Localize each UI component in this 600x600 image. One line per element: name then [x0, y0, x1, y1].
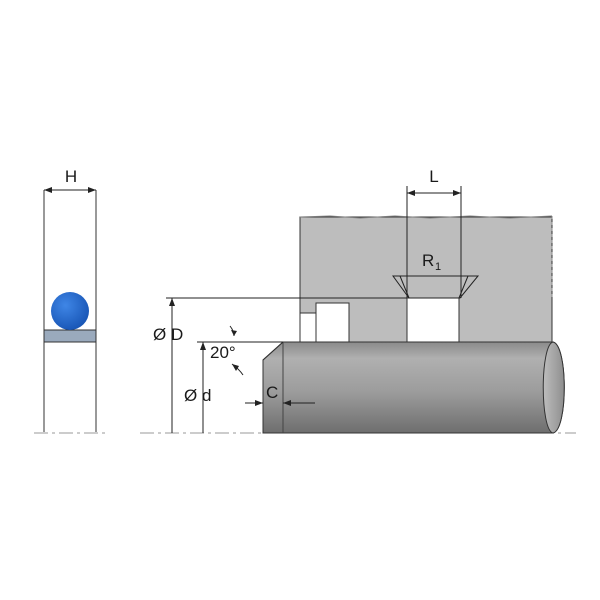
chamfer-length-dimension: C — [245, 383, 315, 406]
h-arrow-right — [88, 187, 96, 193]
radius-triangle — [392, 275, 480, 299]
groove-length-label: L — [429, 167, 438, 186]
chamfer-angle-dimension: 20° — [210, 325, 244, 376]
c-arrow-right — [283, 400, 291, 406]
radius-callout: R 1 — [392, 251, 480, 299]
inner-diameter-label: Ø d — [184, 386, 211, 405]
entry-step — [299, 312, 317, 343]
seal-groove — [406, 297, 460, 343]
housing — [299, 215, 553, 343]
break-line — [299, 215, 553, 219]
rod-end-face — [542, 341, 565, 434]
radius-leader-right — [458, 275, 469, 299]
clearance-groove — [315, 302, 350, 343]
rod — [262, 341, 565, 434]
rod-body — [262, 341, 565, 434]
l-arrow-right — [453, 190, 461, 196]
angle-arrow-bottom — [232, 364, 239, 371]
radius-index-label: 1 — [435, 261, 441, 273]
o-ring — [51, 292, 89, 330]
d-inner-arrow — [200, 342, 206, 350]
d-outer-arrow — [169, 298, 175, 306]
chamfer-outline — [262, 341, 284, 433]
outer-diameter-dimension: Ø D — [153, 297, 407, 433]
c-arrow-left — [255, 400, 263, 406]
height-label: H — [65, 167, 77, 186]
inner-diameter-dimension: Ø d — [184, 341, 283, 433]
chamfer-length-label: C — [266, 383, 278, 402]
outer-diameter-label: Ø D — [153, 325, 183, 344]
h-arrow-left — [44, 187, 52, 193]
radius-leader-left — [399, 275, 410, 299]
backup-ring — [43, 329, 97, 343]
l-arrow-left — [407, 190, 415, 196]
l-dimension: L — [406, 167, 462, 298]
seal-section: H — [43, 167, 97, 432]
radius-label: R — [422, 251, 434, 270]
chamfer-angle-label: 20° — [210, 343, 236, 362]
angle-arrow-top — [231, 330, 237, 336]
